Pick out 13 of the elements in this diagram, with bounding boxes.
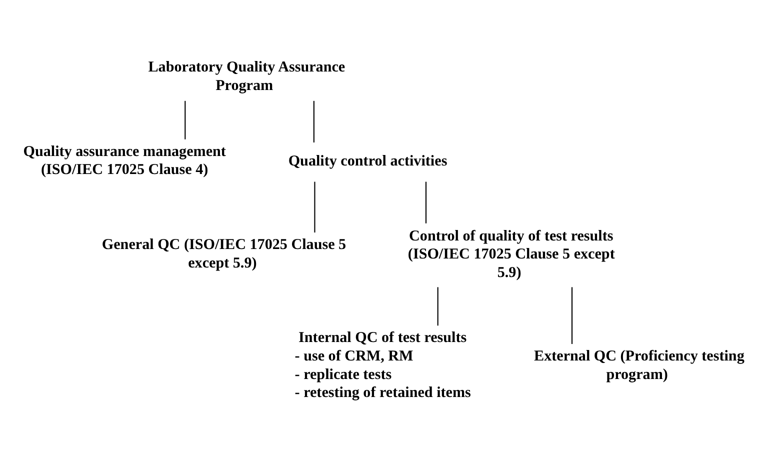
connector	[437, 287, 438, 326]
connector	[314, 182, 316, 233]
node-text: Quality control activities	[288, 153, 448, 170]
node-text: General QC (ISO/IEC 17025 Clause 5 except 5.9)	[102, 236, 346, 272]
connector	[313, 100, 314, 142]
node-text: Control of quality of test results (ISO/IEC 17025 Clause 5 except 5.9)	[408, 228, 615, 281]
connector	[571, 287, 573, 344]
connector	[184, 100, 186, 140]
connector	[425, 182, 427, 224]
node-text: Internal QC of test results - use of CRM, RM - replicate tests - retesting of retained items	[294, 330, 471, 402]
node-text: Quality assurance management (ISO/IEC 17025 Clause 4)	[23, 144, 226, 178]
node-text: External QC (Proficiency testing program)	[534, 348, 744, 383]
node-text: Laboratory Quality Assurance Program	[148, 60, 346, 94]
